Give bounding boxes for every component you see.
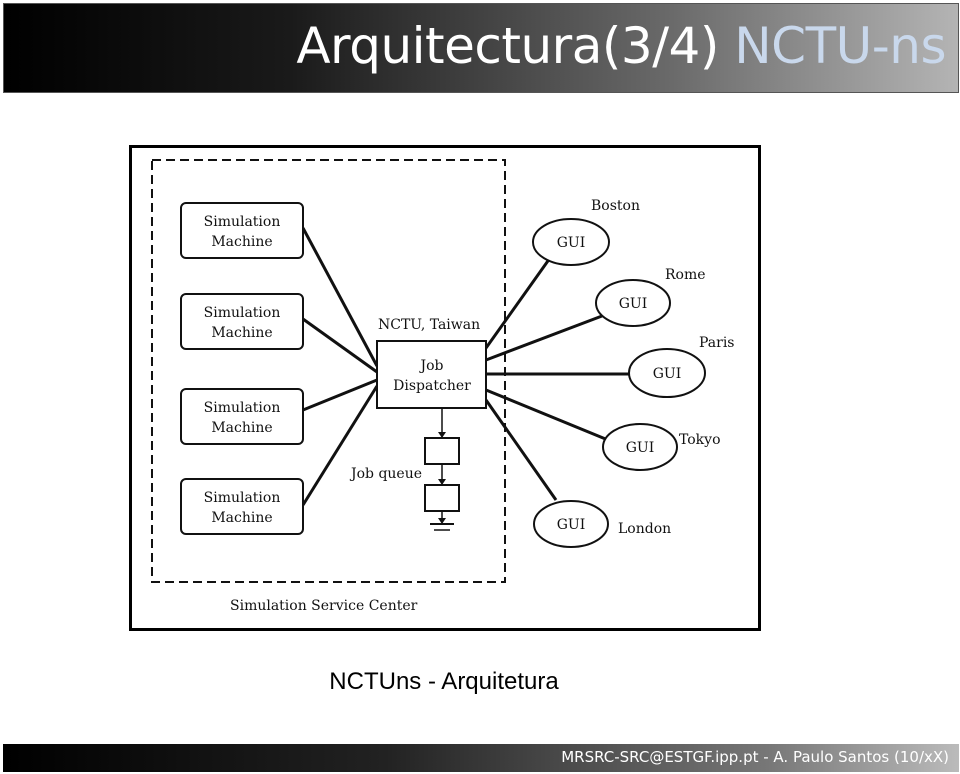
location-label: NCTU, Taiwan [378,317,480,333]
gui-label: GUI [653,366,682,382]
footer-text: MRSRC-SRC@ESTGF.ipp.pt - A. Paulo Santos… [561,748,949,766]
slide-title: Arquitectura(3/4) NCTU-ns [296,10,946,82]
gui-label: GUI [619,296,648,312]
gui-boston: GUI Boston [532,198,640,266]
city-label: London [618,521,671,537]
job-queue-label: Job queue [349,466,422,482]
title-bar: Arquitectura(3/4) NCTU-ns [3,3,959,93]
city-label: Tokyo [679,432,721,448]
footer-bar: MRSRC-SRC@ESTGF.ipp.pt - A. Paulo Santos… [3,744,959,772]
dispatcher-label: Job [418,358,443,374]
architecture-diagram: Simulation Machine Simulation Machine Si… [129,145,761,631]
sim-machine-label: Simulation [204,214,281,230]
simulation-machine-4: Simulation Machine [180,478,304,535]
link-sim-2 [302,317,378,374]
sim-machine-label: Simulation [204,400,281,416]
slide-title-accent: NCTU-ns [734,17,946,75]
gui-tokyo: GUI Tokyo [602,423,721,471]
sim-machine-label: Simulation [204,305,281,321]
slide-title-main: Arquitectura(3/4) [296,17,735,75]
service-center-boundary [151,159,506,583]
sim-machine-label: Machine [211,420,272,436]
link-sim-1 [301,227,379,367]
city-label: Rome [665,267,706,283]
sim-machine-label: Machine [211,234,272,250]
diagram-caption: NCTUns - Arquitetura [329,668,559,695]
diagram-canvas: Simulation Machine Simulation Machine Si… [151,159,735,614]
gui-london: GUI London [533,500,671,548]
simulation-machine-3: Simulation Machine [180,388,304,445]
sim-machine-label: Simulation [204,490,281,506]
sim-machine-label: Machine [211,510,272,526]
link-sim-4 [301,385,379,506]
link-gui-london [484,399,558,501]
job-dispatcher: Job Dispatcher [376,340,487,409]
sim-machine-label: Machine [211,325,272,341]
service-center-label: Simulation Service Center [230,598,418,614]
link-gui-boston [484,257,552,349]
gui-rome: GUI Rome [595,267,706,327]
gui-label: GUI [557,235,586,251]
queue-slot [424,437,460,465]
link-gui-tokyo [485,388,609,442]
queue-slot [424,484,460,512]
gui-paris: GUI Paris [628,335,735,398]
simulation-machine-1: Simulation Machine [180,202,304,259]
link-sim-3 [302,378,378,412]
gui-label: GUI [626,440,655,456]
dispatcher-label: Dispatcher [393,378,471,394]
city-label: Paris [699,335,735,351]
gui-label: GUI [557,517,586,533]
link-gui-rome [485,314,603,362]
city-label: Boston [591,198,640,214]
simulation-machine-2: Simulation Machine [180,293,304,350]
job-queue [424,408,460,531]
